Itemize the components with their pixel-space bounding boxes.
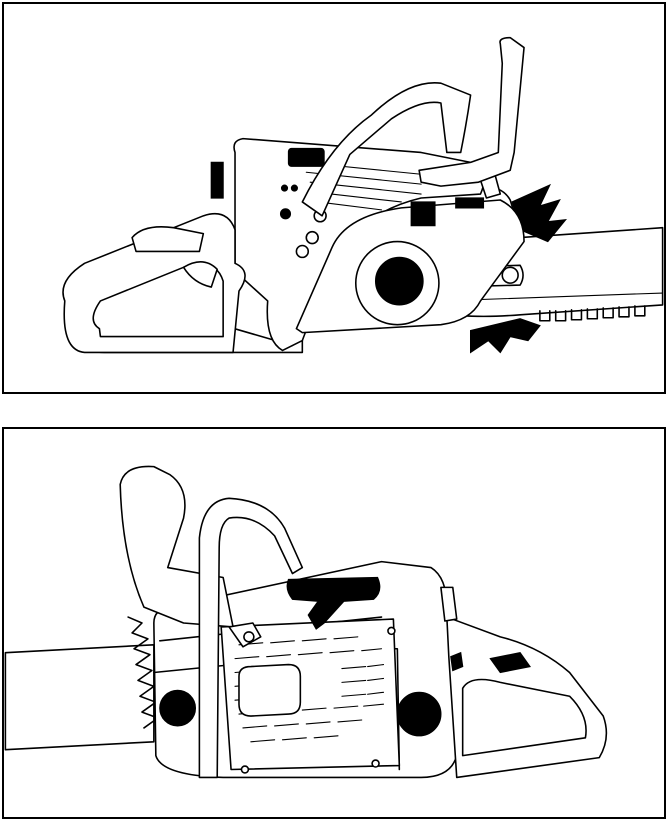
figure-panel-bottom (2, 427, 666, 819)
chainsaw-left-side-illustration (4, 429, 664, 817)
rear-handle (441, 587, 606, 777)
guide-bar (5, 617, 157, 750)
chainsaw-right-side-illustration (4, 4, 664, 392)
figure-panel-top (2, 2, 666, 394)
rear-handle (63, 214, 245, 353)
